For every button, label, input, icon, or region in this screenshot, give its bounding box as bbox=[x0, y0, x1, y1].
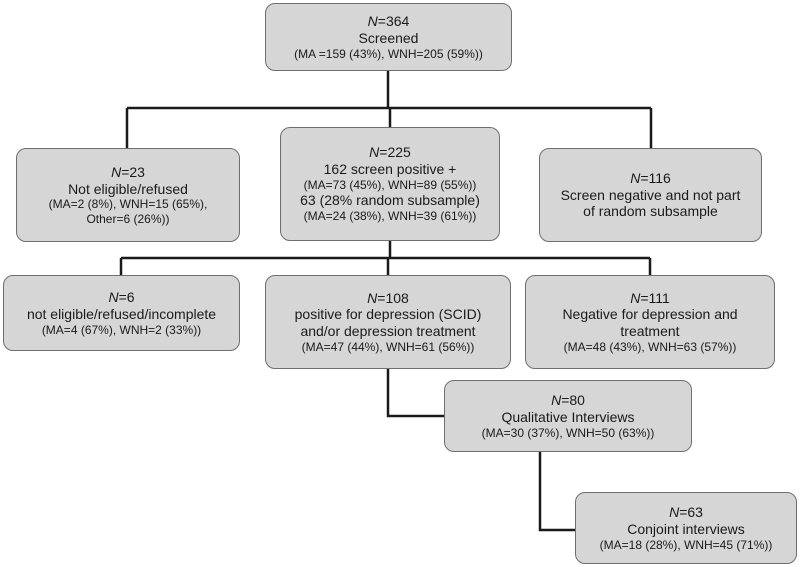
n-count: N=108 bbox=[367, 289, 409, 306]
node-breakdown: (MA =159 (43%), WNH=205 (59%)) bbox=[294, 46, 483, 61]
node-breakdown: (MA=47 (44%), WNH=61 (56%)) bbox=[301, 340, 475, 354]
node-label: 162 screen positive + bbox=[323, 161, 457, 178]
n-count: N=63 bbox=[669, 504, 703, 520]
node-not-eligible-refused: N=23 Not eligible/refused (MA=2 (8%), WN… bbox=[16, 148, 240, 242]
node-screen-negative: N=116 Screen negative and not part of ra… bbox=[539, 148, 762, 242]
node-label: Screen negative and not part bbox=[560, 186, 741, 203]
node-label: Negative for depression and bbox=[562, 306, 738, 323]
node-label: positive for depression (SCID) bbox=[294, 306, 482, 323]
n-count: N=80 bbox=[551, 392, 585, 408]
node-label: not eligible/refused/incomplete bbox=[26, 305, 217, 322]
node-breakdown: (MA=30 (37%), WNH=50 (63%)) bbox=[481, 425, 655, 440]
node-positive-for-depression: N=108 positive for depression (SCID) and… bbox=[265, 275, 511, 369]
node-not-eligible-incomplete: N=6 not eligible/refused/incomplete (MA=… bbox=[3, 275, 240, 351]
n-count: N=116 bbox=[630, 169, 671, 186]
node-breakdown: (MA=73 (45%), WNH=89 (55%)) bbox=[303, 178, 477, 192]
node-breakdown: (MA=24 (38%), WNH=39 (61%)) bbox=[303, 209, 477, 224]
node-screened: N=364 Screened (MA =159 (43%), WNH=205 (… bbox=[265, 3, 512, 71]
n-count: N=225 bbox=[369, 144, 411, 161]
node-label: Conjoint interviews bbox=[627, 520, 745, 537]
node-screen-positive: N=225 162 screen positive + (MA=73 (45%)… bbox=[280, 127, 500, 241]
n-count: N=23 bbox=[111, 163, 145, 180]
node-conjoint-interviews: N=63 Conjoint interviews (MA=18 (28%), W… bbox=[575, 492, 797, 564]
node-breakdown: (MA=48 (43%), WNH=63 (57%)) bbox=[563, 340, 737, 354]
node-label: Screened bbox=[358, 29, 419, 46]
connector-108-to-80 bbox=[386, 369, 444, 418]
connector-80-to-63 bbox=[538, 452, 575, 532]
node-negative-for-depression: N=111 Negative for depression and treatm… bbox=[525, 275, 775, 369]
node-label: Not eligible/refused bbox=[68, 180, 188, 197]
node-label: and/or depression treatment bbox=[300, 323, 476, 340]
node-qualitative-interviews: N=80 Qualitative Interviews (MA=30 (37%)… bbox=[444, 380, 692, 452]
node-breakdown: Other=6 (26%)) bbox=[86, 211, 170, 226]
n-count: N=6 bbox=[108, 289, 135, 305]
node-breakdown: (MA=2 (8%), WNH=15 (65%), bbox=[48, 197, 208, 212]
n-count: N=111 bbox=[630, 289, 670, 306]
node-label: treatment bbox=[620, 323, 680, 340]
n-count: N=364 bbox=[367, 13, 410, 29]
node-breakdown: (MA=18 (28%), WNH=45 (71%)) bbox=[599, 537, 773, 552]
node-label: 63 (28% random subsample) bbox=[300, 192, 480, 209]
node-label: Qualitative Interviews bbox=[501, 408, 635, 425]
node-breakdown: (MA=4 (67%), WNH=2 (33%)) bbox=[41, 322, 202, 337]
node-label: of random subsample bbox=[583, 203, 718, 220]
